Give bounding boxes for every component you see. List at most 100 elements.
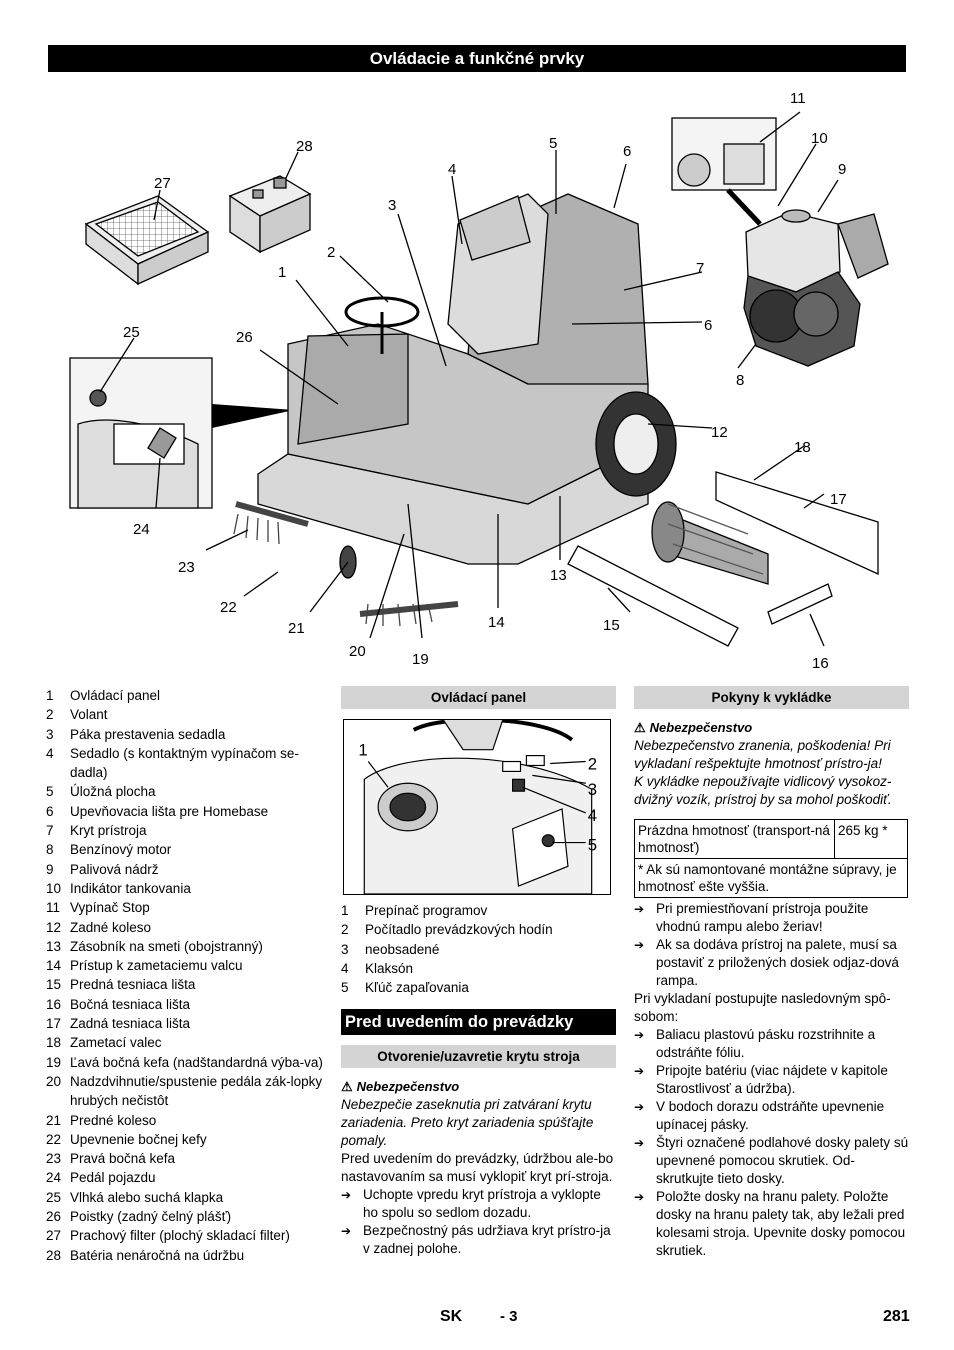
legend-number: 5: [341, 980, 349, 996]
step-item: ➔V bodoch dorazu odstráňte upevnenie upí…: [634, 1098, 909, 1134]
callout-8: 8: [736, 372, 744, 389]
step-text: Ak sa dodáva prístroj na palete, musí sa…: [656, 937, 899, 988]
legend-text: Volant: [70, 707, 108, 723]
legend-number: 4: [341, 960, 349, 976]
step-item: ➔Uchopte vpredu kryt prístroja a vyklopt…: [341, 1186, 616, 1222]
panel-callout-2: 2: [588, 754, 597, 773]
control-panel-heading: Ovládací panel: [341, 686, 616, 709]
legend-text: Benzínový motor: [70, 842, 172, 858]
callout-23: 23: [178, 559, 195, 576]
legend-text: Bočná tesniaca lišta: [70, 996, 191, 1012]
before-start-heading: Pred uvedením do prevádzky: [341, 1009, 616, 1036]
callout-9: 9: [838, 161, 846, 178]
step-item: ➔Bezpečnostný pás udržiava kryt prístro-…: [341, 1222, 616, 1258]
legend-number: 8: [46, 842, 54, 858]
arrow-icon: ➔: [634, 938, 645, 952]
callout-6a: 6: [623, 143, 631, 160]
legend-number: 7: [46, 823, 54, 839]
legend-number: 6: [46, 803, 54, 819]
control-panel-figure: 1 2 3 4 5: [343, 717, 611, 895]
callout-16: 16: [812, 655, 829, 672]
legend-number: 18: [46, 1035, 62, 1051]
legend-number: 2: [341, 922, 349, 938]
step-text: Pripojte batériu (viac nájdete v kapitol…: [656, 1063, 888, 1096]
battery-drawing: [228, 175, 312, 254]
callout-12: 12: [711, 424, 728, 441]
legend-text: Kryt prístroja: [70, 823, 147, 839]
step-item: ➔ Pripojte batériu (viac nájdete v kapito…: [634, 1062, 909, 1098]
footer-page-number: 281: [883, 1308, 910, 1325]
legend-text: Predné koleso: [70, 1112, 157, 1128]
side-strip-drawing: [767, 583, 833, 625]
unloading-column: Pokyny k vykládke ⚠Nebezpečenstvo Nebezp…: [634, 686, 909, 1260]
step-text: Položte dosky na hranu palety. Položte d…: [656, 1189, 906, 1258]
unloading-warning-text-1: Nebezpečenstvo zranenia, poškodenia! Pri…: [634, 738, 891, 771]
side-brush-drawing: [233, 501, 459, 627]
legend-text: Klaksón: [365, 960, 414, 976]
legend-number: 28: [46, 1247, 62, 1263]
callout-15: 15: [603, 617, 620, 634]
legend-number: 5: [46, 784, 54, 800]
step-text: Baliacu plastovú pásku rozstrihnite a od…: [656, 1027, 876, 1060]
warning-label: ⚠Nebezpečenstvo: [341, 1079, 460, 1095]
legend-item: 16 Bočná tesniaca lišta: [46, 995, 326, 1014]
weight-label: Prázdna hmotnosť (transport-ná hmotnosť): [634, 819, 835, 859]
callout-11: 11: [790, 90, 806, 107]
sweeper-body-drawing: [257, 193, 677, 579]
callout-18: 18: [794, 439, 811, 456]
panel-callout-4: 4: [588, 806, 597, 825]
legend-number: 14: [46, 958, 62, 974]
arrow-icon: ➔: [341, 1224, 352, 1239]
legend-item: 4 Klaksón: [341, 959, 616, 978]
legend-text: Prepínač programov: [365, 903, 488, 918]
callout-5: 5: [549, 135, 557, 152]
legend-number: 16: [46, 996, 62, 1012]
legend-text: Páka prestavenia sedadla: [70, 726, 226, 742]
arrow-icon: ➔: [634, 1064, 645, 1078]
callout-25: 25: [123, 324, 140, 341]
step-item: ➔ Baliacu plastovú pásku rozstrihnite a o…: [634, 1026, 909, 1062]
dust-filter-drawing: [84, 195, 210, 286]
legend-number: 3: [341, 941, 349, 957]
unloading-steps-2: ➔ Baliacu plastovú pásku rozstrihnite a o…: [634, 1026, 909, 1260]
machine-illustration: 1 2 3 4 5 6 6 7 8 9 10 11 12 13 14 15 16…: [48, 84, 906, 674]
unloading-warning-label: ⚠Nebezpečenstvo: [634, 720, 753, 735]
legend-text: Kľúč zapaľovania: [365, 980, 469, 996]
legend-text: Nadzdvihnutie/spustenie pedála zák-lopky…: [70, 1073, 323, 1109]
arrow-icon: ➔: [634, 1028, 645, 1042]
legend-text: Zadné koleso: [70, 919, 152, 935]
callout-14: 14: [488, 614, 505, 631]
panel-callout-5: 5: [588, 836, 597, 855]
legend-number: 20: [46, 1073, 62, 1089]
legend-number: 9: [46, 861, 54, 877]
footer-local-page: - 3: [500, 1308, 518, 1325]
footer-lang: SK: [440, 1308, 463, 1325]
legend-item: 8 Benzínový motor: [46, 840, 326, 859]
callout-13: 13: [550, 567, 567, 584]
step-text: Štyri označené podlahové dosky palety sú…: [656, 1135, 909, 1186]
callout-17: 17: [830, 491, 847, 508]
legend-number: 19: [46, 1054, 62, 1070]
callout-20: 20: [349, 643, 366, 660]
legend-number: 23: [46, 1151, 62, 1167]
arrow-icon: ➔: [634, 902, 645, 916]
step-item: ➔ Ak sa dodáva prístroj na palete, musí s…: [634, 936, 909, 990]
step-text: Pri premiestňovaní prístroja použite vho…: [656, 901, 869, 934]
legend-text: Zametací valec: [70, 1035, 162, 1051]
callout-19: 19: [412, 651, 429, 668]
legend-text: Prachový filter (plochý skladací filter): [70, 1228, 290, 1244]
before-start-steps: ➔Uchopte vpredu kryt prístroja a vyklopt…: [341, 1186, 616, 1258]
